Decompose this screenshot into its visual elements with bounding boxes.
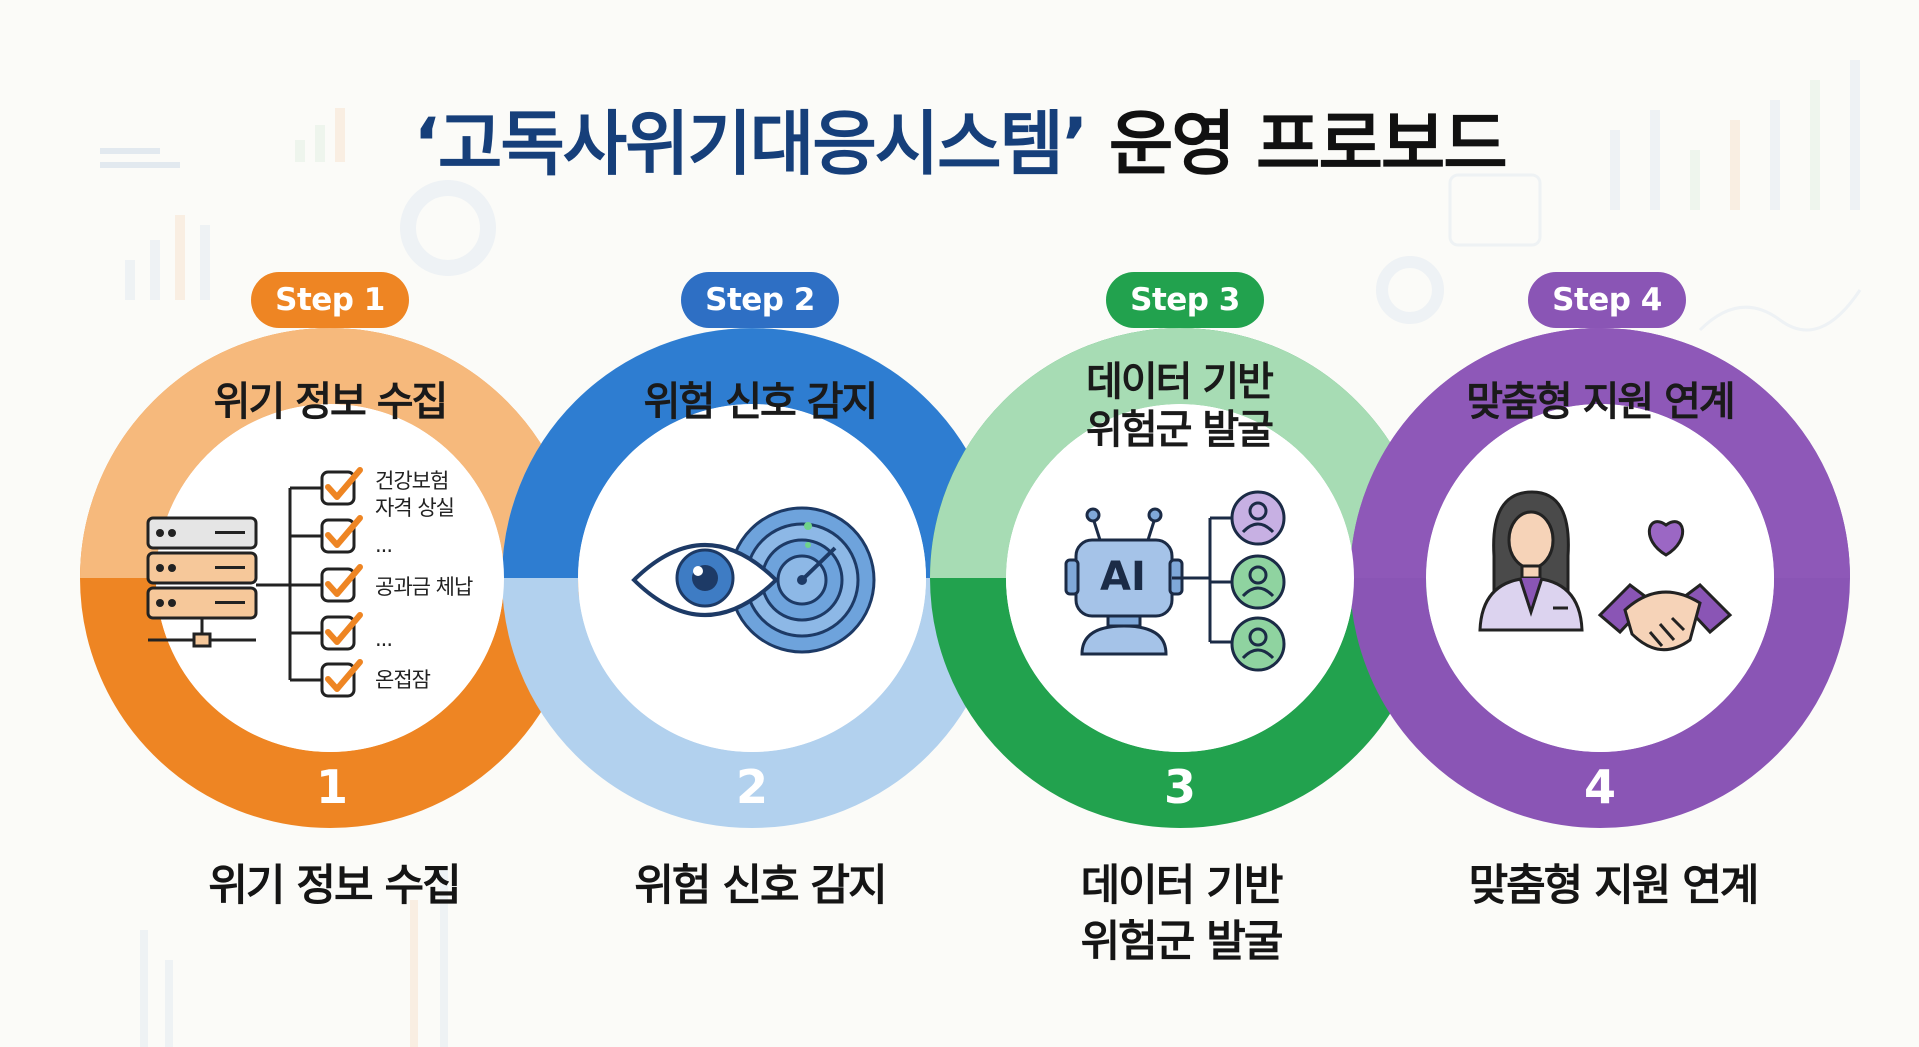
step-2-number: 2 [735, 760, 768, 814]
checklist-item-1: 건강보험 [375, 469, 449, 493]
checklist-item-3: ... [375, 533, 393, 557]
step-3-label: 데이터 기반 위험군 발굴 [981, 858, 1381, 970]
ai-robot-people-icon [1064, 490, 1286, 672]
step-4-number: 4 [1583, 760, 1616, 814]
step-2-ring-title: 위험 신호 감지 [643, 379, 879, 425]
caseworker-handshake-icon [1478, 490, 1733, 652]
page-title-suffix: 운영 프로보드 [1108, 103, 1508, 185]
checklist-item-5: ... [375, 627, 393, 651]
step-4-ring [1350, 328, 1850, 828]
step-2-pill: Step 2 [681, 272, 839, 328]
checklist-item-2: 자격 상실 [375, 496, 455, 520]
checklist-item-6: 온접잠 [375, 668, 431, 692]
step-4-label: 맞춤형 지원 연계 [1413, 858, 1813, 914]
checklist-item-4: 공과금 체납 [375, 575, 473, 599]
step-3-label-line2: 위험군 발굴 [1080, 917, 1284, 967]
page-title: ‘고독사위기대응시스템’ 운영 프로보드 [0, 88, 1919, 189]
ai-label: AI [1100, 554, 1146, 600]
step-1-ring-title: 위기 정보 수집 [213, 379, 449, 425]
step-1-number: 1 [315, 760, 348, 814]
step-3-pill: Step 3 [1106, 272, 1264, 328]
page-title-main: ‘고독사위기대응시스템’ [413, 103, 1088, 185]
step-3-ring-title-line1: 데이터 기반 [1086, 359, 1274, 405]
step-2-label: 위험 신호 감지 [560, 858, 960, 914]
eye-radar-icon [631, 506, 876, 654]
server-checklist-icon [146, 467, 363, 698]
step-4-pill: Step 4 [1528, 272, 1686, 328]
step-3-ring-title: 데이터 기반 위험군 발굴 [999, 358, 1359, 454]
step-1-label: 위기 정보 수집 [134, 858, 534, 914]
step-4-label-line1: 맞춤형 지원 연계 [1468, 861, 1760, 911]
step-4-ring-title: 맞춤형 지원 연계 [1466, 379, 1735, 425]
step-3-ring-title-line2: 위험군 발굴 [1086, 407, 1274, 453]
step-3-label-line1: 데이터 기반 [1080, 861, 1284, 911]
step-2-label-line1: 위험 신호 감지 [634, 861, 887, 911]
step-1-label-line1: 위기 정보 수집 [208, 861, 461, 911]
step-3-number: 3 [1163, 760, 1196, 814]
step-1-pill: Step 1 [251, 272, 409, 328]
